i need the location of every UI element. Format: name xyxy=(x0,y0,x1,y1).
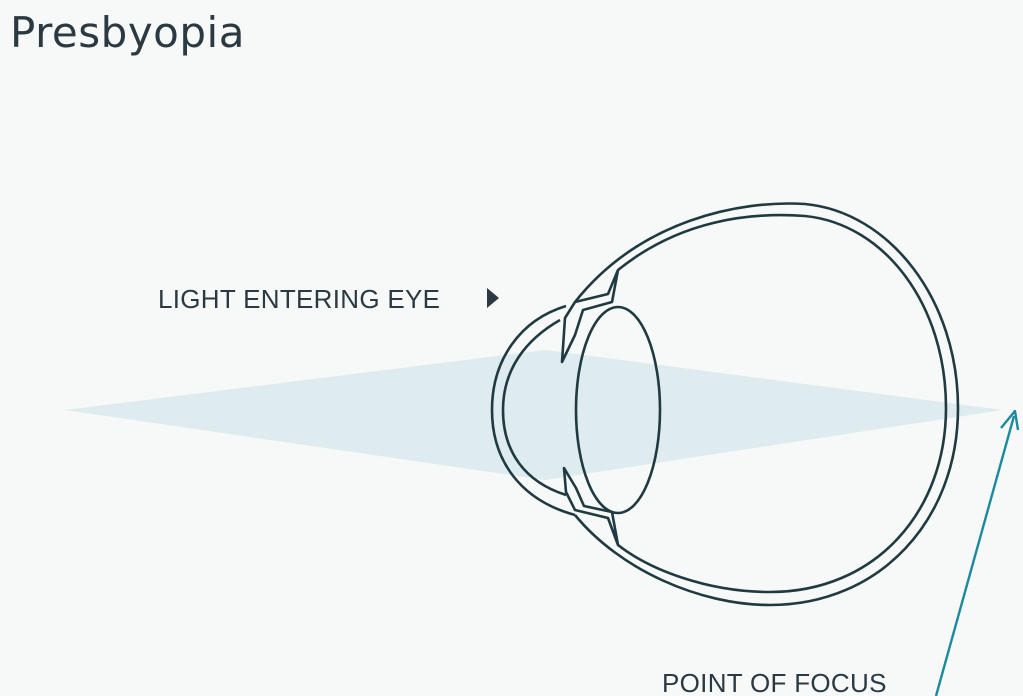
cornea-inner xyxy=(501,318,567,497)
page-title: Presbyopia xyxy=(10,8,245,57)
eyeball-inner xyxy=(617,213,948,594)
iris-top xyxy=(560,268,620,364)
lens xyxy=(574,305,662,515)
focus-arrow-line xyxy=(934,415,1016,696)
cornea-outer xyxy=(490,304,576,517)
point-of-focus-label: POINT OF FOCUS xyxy=(662,668,887,696)
light-entering-label: LIGHT ENTERING EYE xyxy=(158,284,441,314)
light-beam xyxy=(65,350,1003,480)
eyeball-outer xyxy=(573,202,960,607)
arrow-up-icon xyxy=(1000,409,1020,431)
triangle-right-icon xyxy=(487,288,499,308)
iris-bottom xyxy=(562,466,620,547)
